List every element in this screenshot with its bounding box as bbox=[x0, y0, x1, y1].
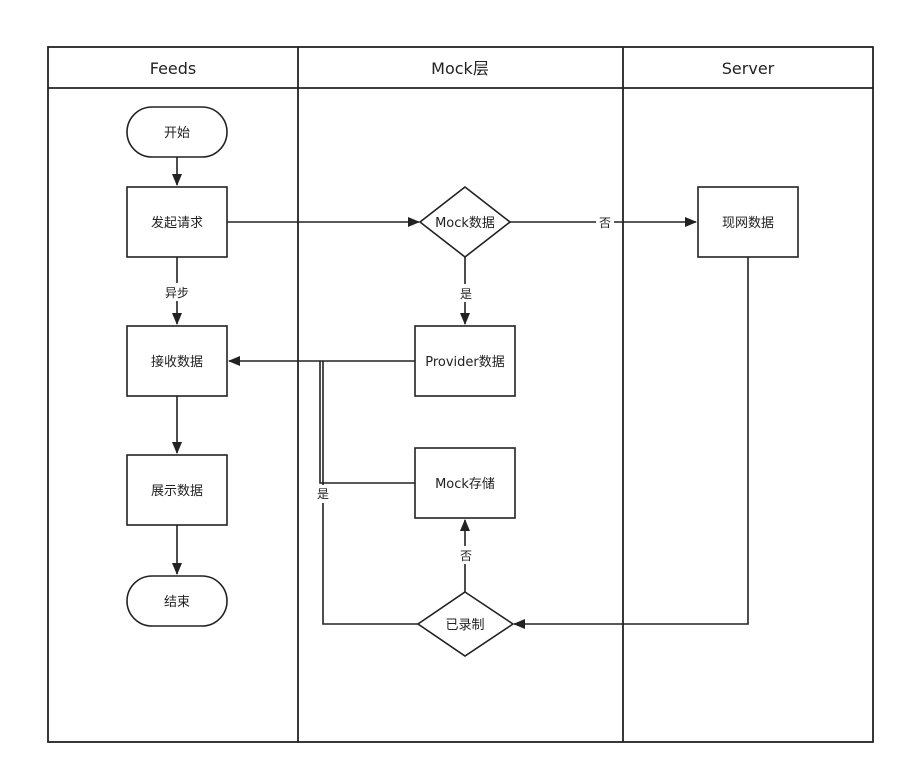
edge-label-yes-mock: 是 bbox=[460, 287, 472, 301]
node-start bbox=[126, 106, 228, 158]
edge-live-to-recorded bbox=[513, 257, 749, 629]
edge-mockstore-to-receive bbox=[319, 361, 415, 484]
lane-title-mock: Mock层 bbox=[431, 59, 489, 78]
edge-label-bg bbox=[314, 485, 332, 503]
node-show bbox=[126, 454, 228, 526]
node-live-data bbox=[697, 186, 799, 258]
edge-label-no-recorded: 否 bbox=[460, 549, 472, 563]
node-mock-store-label: Mock存储 bbox=[435, 477, 495, 492]
node-recorded-decision bbox=[416, 591, 515, 657]
node-live-data-label: 现网数据 bbox=[722, 216, 774, 231]
edge-label-async: 异步 bbox=[165, 286, 189, 300]
node-mock-data-decision bbox=[418, 185, 512, 259]
node-end bbox=[126, 575, 228, 627]
edge-label-bg bbox=[160, 283, 194, 301]
node-recorded-label: 已录制 bbox=[445, 618, 484, 633]
edge-label-bg bbox=[456, 284, 474, 302]
edge-label-bg bbox=[596, 213, 614, 231]
edge-label-bg bbox=[456, 546, 474, 564]
edge-recorded-to-receive bbox=[322, 361, 418, 625]
lane-title-feeds: Feeds bbox=[150, 59, 197, 78]
node-mock-data-label: Mock数据 bbox=[435, 216, 495, 231]
node-request bbox=[126, 186, 228, 258]
edge-label-no-mock: 否 bbox=[599, 216, 611, 230]
lane-title-server: Server bbox=[722, 59, 775, 78]
node-end-label: 结束 bbox=[164, 595, 190, 610]
node-start-label: 开始 bbox=[164, 126, 190, 141]
node-provider bbox=[414, 325, 516, 397]
node-receive-label: 接收数据 bbox=[151, 354, 203, 370]
node-show-label: 展示数据 bbox=[151, 484, 203, 499]
node-receive bbox=[126, 325, 228, 397]
node-request-label: 发起请求 bbox=[151, 215, 203, 231]
diagram-frame bbox=[47, 46, 874, 743]
node-mock-store bbox=[414, 447, 516, 519]
edge-label-yes-recorded: 是 bbox=[317, 487, 329, 501]
node-provider-label: Provider数据 bbox=[425, 355, 505, 370]
